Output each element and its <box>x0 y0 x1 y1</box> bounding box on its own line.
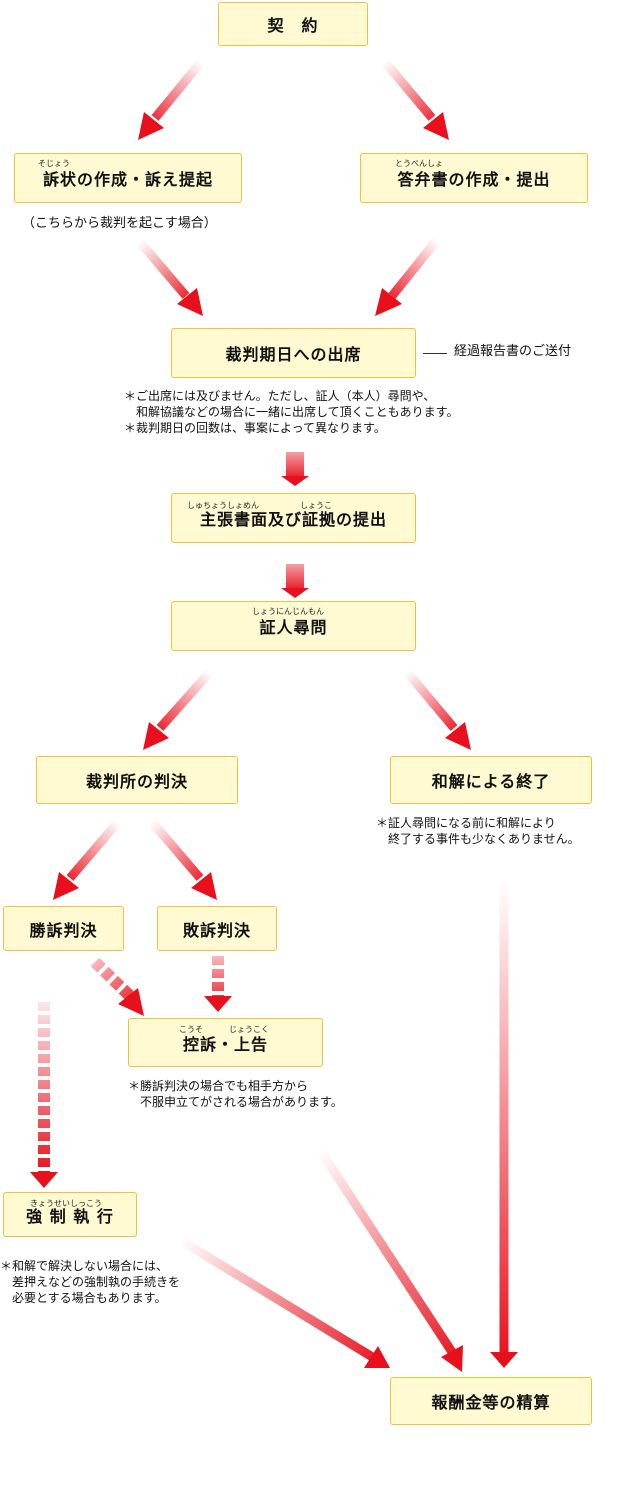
report-connector-line <box>423 353 447 354</box>
arrow-settlement-to-fee <box>490 880 518 1368</box>
arrow-win-to-enforcement <box>30 1002 58 1188</box>
ruby-shuchoushomen: しゅちょうしょめん <box>187 501 259 510</box>
box-witness-label: 証人尋問 <box>259 618 328 637</box>
ruby-kyouseishikkou: きょうせいしっこう <box>30 1199 102 1208</box>
enforcement-note-3: 必要とする場合もあります。 <box>12 1291 167 1305</box>
box-lose: 敗訴判決 <box>157 906 277 951</box>
arrow-witness-to-judgment <box>143 669 214 750</box>
box-fee: 報酬金等の精算 <box>390 1377 592 1425</box>
box-appeal: 控訴・上告 <box>128 1018 323 1067</box>
ruby-toubensho: とうべんしょ <box>395 159 443 168</box>
hearing-note-1: ＊ご出席には及びません。ただし、証人（本人）尋問や、 <box>124 389 436 403</box>
box-settlement-label: 和解による終了 <box>431 772 551 791</box>
box-contract-label: 契 約 <box>267 16 319 35</box>
box-hearing: 裁判期日への出席 <box>171 328 416 378</box>
box-complaint-label: 訴状の作成・訴え提起 <box>42 170 213 189</box>
report-label: 経過報告書のご送付 <box>454 344 572 359</box>
arrow-witness-to-settlement <box>403 669 471 750</box>
settlement-notes: ＊証人尋問になる前に和解により 終了する事件も少なくありません。 <box>376 815 580 847</box>
arrow-contract-to-answer <box>381 59 449 140</box>
box-win: 勝訴判決 <box>3 906 124 951</box>
box-witness: 証人尋問 <box>171 601 416 651</box>
arrow-complaint-to-hearing <box>136 239 203 316</box>
arrow-enforcement-to-fee <box>177 1236 390 1368</box>
box-evidence-label: 主張書面及び証拠の提出 <box>199 510 387 529</box>
complaint-note: （こちらから裁判を起こす場合） <box>22 216 217 231</box>
box-evidence: 主張書面及び証拠の提出 <box>171 493 416 543</box>
arrow-lose-to-appeal <box>204 956 232 1012</box>
arrow-judgment-to-win <box>53 819 122 900</box>
box-settlement: 和解による終了 <box>390 756 592 804</box>
ruby-joukoku: じょうこく <box>229 1025 269 1034</box>
ruby-shouninjinmon: しょうにんじんもん <box>252 607 324 616</box>
box-judgment-label: 裁判所の判決 <box>85 772 188 791</box>
arrow-hearing-to-evidence <box>281 452 309 486</box>
appeal-notes: ＊勝訴判決の場合でも相手方から 不服申立てがされる場合があります。 <box>128 1078 343 1110</box>
box-enforcement: 強 制 執 行 <box>3 1192 137 1237</box>
arrow-evidence-to-witness <box>281 564 309 598</box>
box-contract: 契 約 <box>218 2 368 46</box>
box-lose-label: 敗訴判決 <box>182 920 251 940</box>
ruby-sojou: そじょう <box>38 159 70 168</box>
ruby-kouso: こうそ <box>179 1025 203 1034</box>
enforcement-notes: ＊和解で解決しない場合には、 差押えなどの強制執の手続きを 必要とする場合もあり… <box>0 1258 180 1306</box>
appeal-note-2: 不服申立てがされる場合があります。 <box>140 1095 343 1109</box>
ruby-shouko: しょうこ <box>300 501 332 510</box>
enforcement-note-2: 差押えなどの強制執の手続きを <box>12 1275 181 1289</box>
enforcement-note-1: ＊和解で解決しない場合には、 <box>0 1259 169 1273</box>
box-enforcement-label: 強 制 執 行 <box>26 1206 114 1226</box>
box-win-label: 勝訴判決 <box>29 920 98 940</box>
arrow-judgment-to-lose <box>148 819 217 900</box>
appeal-note-1: ＊勝訴判決の場合でも相手方から <box>128 1079 309 1093</box>
hearing-note-2: 和解協議などの場合に一緒に出席して頂くこともあります。 <box>136 405 459 419</box>
hearing-note-3: ＊裁判期日の回数は、事案によって異なります。 <box>124 421 386 435</box>
box-hearing-label: 裁判期日への出席 <box>225 345 362 364</box>
arrow-appeal-to-fee <box>316 1147 463 1372</box>
arrow-contract-to-complaint <box>138 59 205 140</box>
box-fee-label: 報酬金等の精算 <box>431 1393 551 1412</box>
arrow-answer-to-hearing <box>375 237 441 316</box>
settlement-note-1: ＊証人尋問になる前に和解により <box>376 816 556 830</box>
settlement-note-2: 終了する事件も少なくありません。 <box>388 832 580 846</box>
box-answer: 答弁書の作成・提出 <box>360 153 588 203</box>
box-answer-label: 答弁書の作成・提出 <box>397 170 551 189</box>
hearing-notes: ＊ご出席には及びません。ただし、証人（本人）尋問や、 和解協議などの場合に一緒に… <box>124 388 458 436</box>
box-appeal-label: 控訴・上告 <box>182 1034 268 1054</box>
box-judgment: 裁判所の判決 <box>36 756 238 804</box>
arrow-win-to-appeal <box>90 957 144 1016</box>
box-complaint: 訴状の作成・訴え提起 <box>14 153 242 203</box>
